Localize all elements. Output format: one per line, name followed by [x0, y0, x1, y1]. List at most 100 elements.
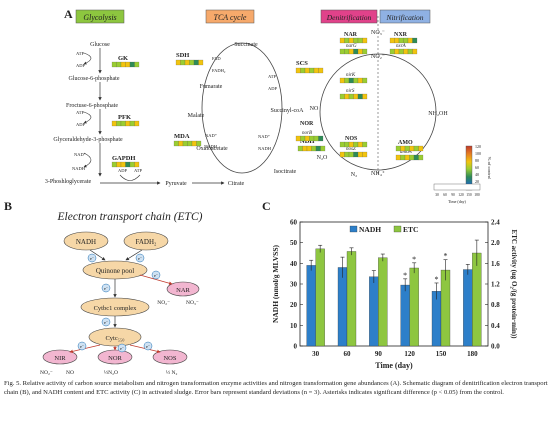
metabolite-succinate: Succinate	[234, 42, 258, 48]
legend-swatch-nadh	[349, 225, 358, 233]
heatmap-cell	[344, 93, 350, 100]
heatmap-cell	[394, 37, 400, 44]
heatmap-strips	[111, 37, 424, 168]
heatmap-cell	[398, 37, 404, 44]
x-tick-label: 180	[467, 350, 478, 358]
bar-nadh	[400, 284, 410, 347]
heatmap-cell	[407, 37, 413, 44]
bar-etc	[315, 248, 325, 347]
gene-nirs: nirS	[346, 89, 355, 94]
electron-label: e⁻	[104, 320, 109, 325]
heatmap-cell	[320, 145, 326, 152]
significance-marker: *	[403, 271, 407, 280]
bar-nadh	[463, 269, 473, 347]
y-left-tick-label: 0	[294, 343, 298, 351]
heatmap-cell	[182, 140, 188, 147]
x-tick-label: 150	[436, 350, 447, 358]
heatmap-cell	[404, 154, 410, 161]
cofactor-adp: ADP	[268, 86, 277, 91]
etc-product-nir-output: NO	[66, 370, 74, 376]
x-tick-label: 30	[312, 350, 320, 358]
bar-nadh	[306, 265, 316, 347]
heatmap-cell	[120, 120, 126, 127]
heatmap-cell	[178, 140, 184, 147]
species-nh2oh: NH₂OH	[428, 111, 448, 117]
bar-etc	[409, 267, 419, 347]
heatmap-cell	[409, 145, 415, 152]
legend-time-tick: 60	[443, 193, 447, 197]
y-left-tick-label: 20	[290, 301, 298, 309]
heatmap-cell	[339, 48, 345, 55]
etc-product-nir-input: NO₂⁻	[40, 370, 53, 376]
heatmap-cell	[129, 61, 135, 68]
cofactor-atp: ATP	[76, 110, 84, 115]
etc-diagram: NADH FADH₂ Quinone pool NAR Cytbc1 compl…	[40, 231, 200, 376]
heatmap-cell	[412, 48, 418, 55]
heatmap-cell	[389, 48, 395, 55]
heatmap-cell	[394, 48, 400, 55]
heatmap-cell	[300, 67, 306, 74]
heatmap-cell	[362, 37, 368, 44]
y-right-tick-label: 1.6	[491, 260, 500, 268]
bar-etc	[378, 257, 388, 347]
enzyme-amo: AMO	[398, 140, 413, 146]
x-tick-label: 120	[404, 350, 415, 358]
electron-label: e⁻	[138, 256, 143, 261]
heatmap-cell	[339, 77, 345, 84]
y-left-axis-label: NADH (nmol/g MLVSS)	[271, 244, 280, 323]
heatmap-cell	[389, 37, 395, 44]
heatmap-cell	[395, 145, 401, 152]
legend-time-strip	[433, 183, 481, 191]
heatmap-cell	[309, 67, 315, 74]
etc-node-nir	[42, 349, 78, 365]
heatmap-cell	[125, 161, 131, 168]
y-left-tick-label: 60	[290, 219, 298, 227]
heatmap-cell	[412, 37, 418, 44]
heatmap-cell	[189, 59, 195, 66]
metabolite-isocitrate: Isocitrate	[274, 169, 297, 175]
legend-tick: 40	[475, 172, 479, 177]
nitrification-header-box	[379, 9, 431, 24]
heatmap-cell	[357, 141, 363, 148]
enzyme-nar: NAR	[344, 32, 358, 38]
cofactor-adp: ADP	[76, 63, 85, 68]
heatmap-cell	[111, 161, 117, 168]
etc-node-cytc-label: Cytc₅₅₀	[105, 335, 124, 342]
cofactor-nadh: NADH	[72, 166, 86, 171]
y-right-axis-label: ETC activity (ug O₂/(g protein·min))	[510, 230, 518, 340]
legend-tick: 120	[475, 144, 481, 149]
cofactor-nadh: NADH	[258, 146, 272, 151]
denitrification-header: Denitrification	[326, 13, 372, 22]
glycolysis-tca-link: ADP ATP Pyruvate Citrate	[100, 168, 245, 187]
metabolite-pyruvate: Pyruvate	[165, 181, 187, 187]
heatmap-cell	[313, 135, 319, 142]
heatmap-cell	[304, 67, 310, 74]
heatmap-cell	[353, 93, 359, 100]
cofactor-nadh: NADH	[204, 144, 218, 149]
cofactor-atp: ATP	[76, 51, 84, 56]
heatmap-cell	[362, 77, 368, 84]
bar-nadh	[337, 267, 348, 347]
y-right-tick-label: 0.4	[491, 322, 500, 330]
species-nh4: NH₄⁺	[371, 170, 385, 177]
legend-time-label: Time (day)	[448, 199, 466, 204]
cofactor-fadh2: FADH₂	[212, 68, 226, 73]
glycolysis-header: Glycolysis	[83, 13, 116, 22]
heatmap-cell	[196, 140, 202, 147]
species-n2o: N₂O	[317, 155, 328, 161]
heatmap-cell	[116, 61, 122, 68]
electron-label: e⁻	[80, 344, 85, 349]
heatmap-cell	[175, 59, 181, 66]
heatmap-cell	[116, 161, 122, 168]
heatmap-cell	[400, 145, 406, 152]
bar-etc	[472, 252, 482, 347]
y-left-tick-label: 40	[290, 260, 298, 268]
significance-marker: *	[412, 255, 416, 264]
heatmap-cell	[309, 135, 315, 142]
significance-marker: *	[435, 275, 439, 284]
figure-canvas: A Glycolysis TCA cycle Denitrification N…	[4, 7, 518, 376]
heatmap-cell	[357, 93, 363, 100]
gene-narg: narG	[346, 44, 357, 49]
electron-label: e⁻	[146, 344, 151, 349]
enzyme-scs: SCS	[296, 60, 308, 67]
